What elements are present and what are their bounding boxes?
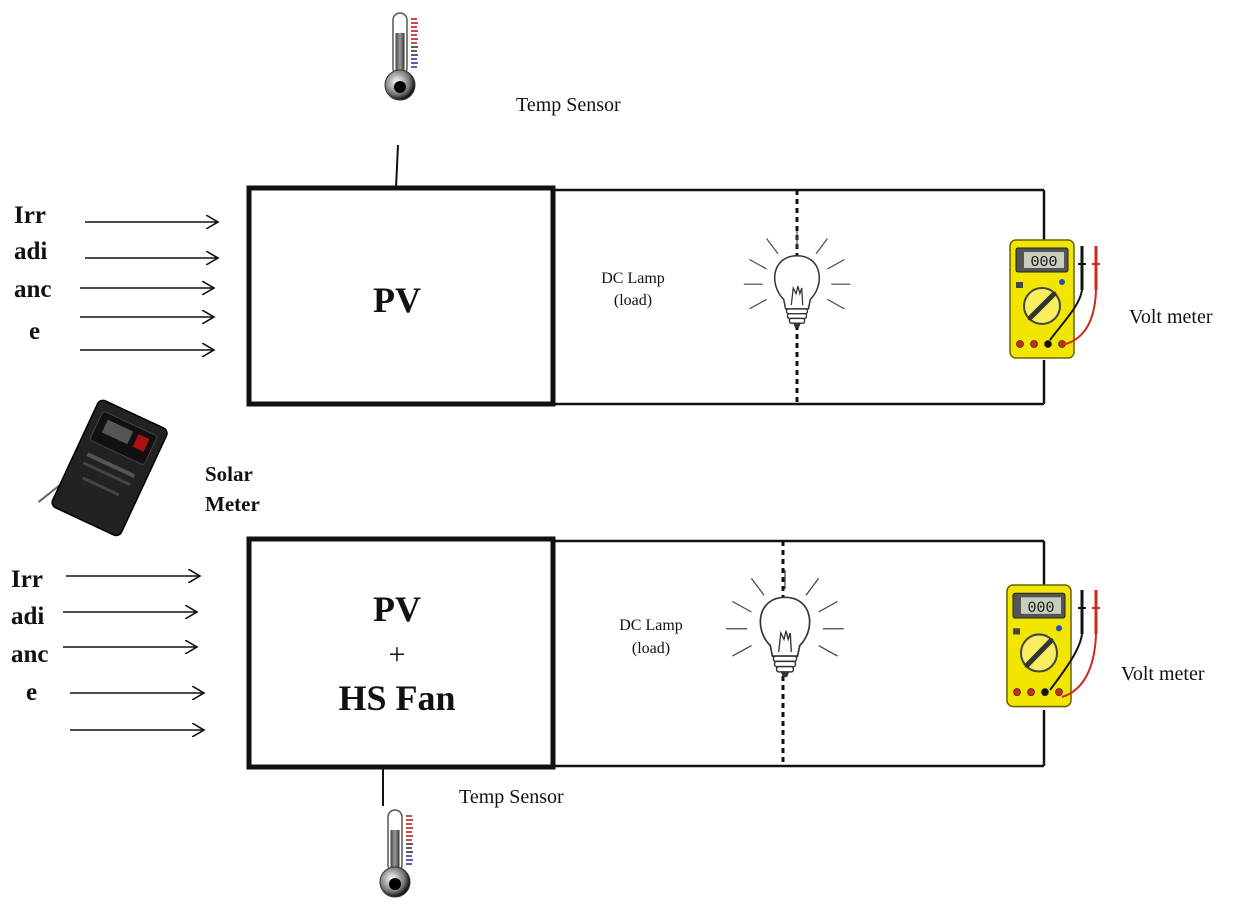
bottom-circuit [553, 539, 1046, 768]
top-irradiance-line-1: Irr [14, 202, 46, 229]
top-pv-panel [246, 185, 556, 407]
bottom-lamp-label-line-2: (load) [632, 640, 670, 657]
bottom-pv-label-line-1: PV [373, 589, 421, 629]
bottom-pv-panel [246, 536, 556, 770]
bottom-meter-label: Volt meter [1121, 663, 1205, 685]
light-bulb-icon [743, 230, 851, 329]
solar-meter: Solar Meter [37, 399, 260, 537]
top-meter-label: Volt meter [1129, 306, 1213, 328]
bottom-irradiance-line-3: anc [11, 641, 49, 668]
top-setup: Temp Sensor Irr adi anc e PV D [14, 12, 1213, 407]
thermometer-icon [384, 12, 419, 101]
top-lamp-label-line-1: DC Lamp [601, 270, 665, 287]
bottom-lamp-label-line-1: DC Lamp [619, 617, 683, 634]
bottom-meter-probes [1049, 588, 1102, 698]
top-lamp-label-line-2: (load) [614, 292, 652, 309]
bottom-irradiance-label: Irr adi anc e [11, 566, 49, 706]
light-bulb-icon [725, 569, 845, 678]
bottom-pv-label-line-2: + [389, 638, 406, 671]
top-irradiance-label: Irr adi anc e [14, 202, 52, 345]
bottom-irradiance-line-4: e [26, 679, 37, 706]
multimeter-icon: 000 [1010, 240, 1074, 358]
solar-meter-label-line-2: Meter [205, 492, 260, 516]
top-pv-label: PV [373, 280, 421, 320]
top-irradiance-line-4: e [29, 318, 40, 345]
bottom-setup: Irr adi anc e PV + HS Fan DC Lamp (load) [11, 536, 1205, 898]
bottom-meter-display: 000 [1028, 599, 1055, 617]
solar-meter-icon [37, 399, 168, 537]
top-irradiance-arrows [80, 222, 218, 350]
top-sensor-wire [395, 144, 399, 189]
top-temp-sensor-label: Temp Sensor [516, 94, 621, 116]
top-irradiance-line-3: anc [14, 276, 52, 303]
top-irradiance-line-2: adi [14, 238, 47, 265]
bottom-irradiance-line-2: adi [11, 603, 44, 630]
thermometer-icon [379, 809, 414, 898]
multimeter-icon: 000 [1007, 585, 1071, 707]
top-meter-display: 000 [1030, 254, 1057, 271]
top-meter-probes [1049, 244, 1102, 346]
bottom-irradiance-line-1: Irr [11, 566, 43, 593]
bottom-pv-label-line-3: HS Fan [338, 678, 455, 718]
bottom-irradiance-arrows [63, 576, 204, 730]
bottom-temp-sensor-label: Temp Sensor [459, 786, 564, 808]
solar-meter-label-line-1: Solar [205, 462, 253, 486]
